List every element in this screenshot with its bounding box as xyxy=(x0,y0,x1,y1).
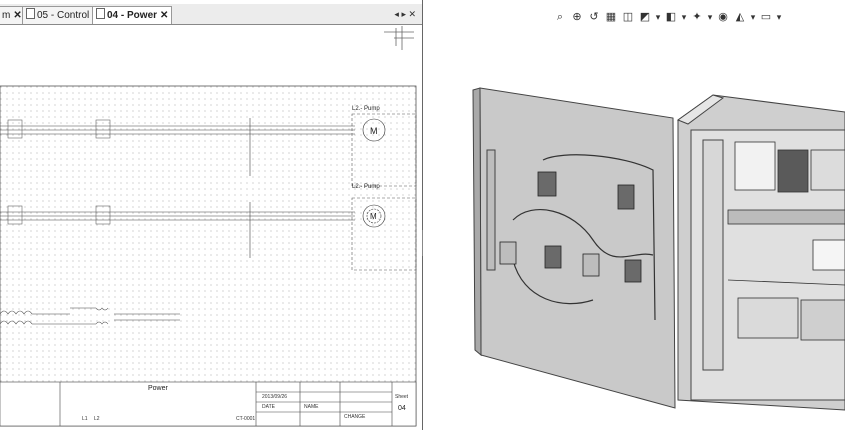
tab-04-power[interactable]: 04 - Power✕ xyxy=(92,6,173,24)
title-row-label-name: NAME xyxy=(304,404,319,410)
tab-partial-label: m xyxy=(2,10,11,21)
door-components xyxy=(499,171,642,283)
tab-05-control-label: 05 - Control xyxy=(37,10,90,21)
motor-2-title: L2.- Pump xyxy=(352,184,380,190)
title-code: CT-0001 xyxy=(236,416,255,422)
dropdown-arrow-icon[interactable]: ▾ xyxy=(655,12,661,22)
bottom-label-l1: L1 xyxy=(82,416,88,422)
title-page-label: Sheet xyxy=(395,394,409,400)
section-view-icon[interactable]: ▦ xyxy=(605,11,617,23)
zoom-area-icon[interactable]: ⊕ xyxy=(572,11,582,23)
close-icon[interactable]: ✕ xyxy=(160,10,169,21)
circuit-pump-2 xyxy=(0,197,417,271)
zoom-fit-icon[interactable]: ⌕ xyxy=(556,11,564,23)
hide-show-icon[interactable]: ◧ xyxy=(665,11,677,23)
circuit-pump-1 xyxy=(0,113,417,187)
scene-icon[interactable]: ◉ xyxy=(718,11,728,23)
drawing-area xyxy=(0,85,417,427)
tab-scroll-arrows[interactable]: ◂ ▸ ✕ xyxy=(394,9,416,19)
document-icon xyxy=(96,8,105,19)
schematic-pane: m✕ 05 - Control✕ 04 - Power✕ ◂ ▸ ✕ xyxy=(0,0,423,430)
interior-equipment xyxy=(727,141,845,341)
cabinet-door xyxy=(472,87,676,409)
display-style-icon[interactable]: ◩ xyxy=(639,11,651,23)
tab-04-power-label: 04 - Power xyxy=(107,10,158,21)
dropdown-arrow-icon[interactable]: ▾ xyxy=(750,12,756,22)
close-icon[interactable]: ✕ xyxy=(13,10,22,21)
edit-appearance-icon[interactable]: ✦ xyxy=(692,11,702,23)
title-block xyxy=(0,381,417,427)
view-orientation-icon[interactable]: ◫ xyxy=(622,11,634,23)
zoom-previous-icon[interactable]: ↺ xyxy=(589,11,599,23)
sheet-number: 04 xyxy=(398,405,406,412)
title-change-label: CHANGE xyxy=(344,414,366,420)
title-date: 2013/09/26 xyxy=(262,394,287,400)
document-icon xyxy=(26,8,35,19)
3d-model-pane[interactable]: ⌕ ⊕ ↺ ▦ ◫ ◩ ▾ ◧ ▾ ✦ ▾ ◉ ◭ ▾ ▭ ▾ xyxy=(423,0,845,430)
dropdown-arrow-icon[interactable]: ▾ xyxy=(681,12,687,22)
view-toolbar: ⌕ ⊕ ↺ ▦ ◫ ◩ ▾ ◧ ▾ ✦ ▾ ◉ ◭ ▾ ▭ ▾ xyxy=(553,8,782,26)
bottom-label-l2: L2 xyxy=(94,416,100,422)
dropdown-arrow-icon[interactable]: ▾ xyxy=(776,12,782,22)
corner-crosshair xyxy=(384,26,414,50)
document-tab-bar: m✕ 05 - Control✕ 04 - Power✕ ◂ ▸ ✕ xyxy=(0,4,422,25)
motor-1-symbol: M xyxy=(370,126,378,136)
motor-2-symbol: M xyxy=(370,212,377,221)
title-row-label-date: DATE xyxy=(262,404,276,410)
monitor-icon[interactable]: ▭ xyxy=(760,11,772,23)
circuit-transformer xyxy=(0,307,180,325)
dropdown-arrow-icon[interactable]: ▾ xyxy=(707,12,713,22)
sheet-name: Power xyxy=(148,385,169,392)
view-settings-icon[interactable]: ◭ xyxy=(735,11,745,23)
motor-1-title: L2.- Pump xyxy=(352,106,380,112)
schematic-sheet[interactable]: L2.- Pump M L2.- Pump M xyxy=(0,26,421,430)
cabinet-3d-view[interactable] xyxy=(423,0,845,430)
